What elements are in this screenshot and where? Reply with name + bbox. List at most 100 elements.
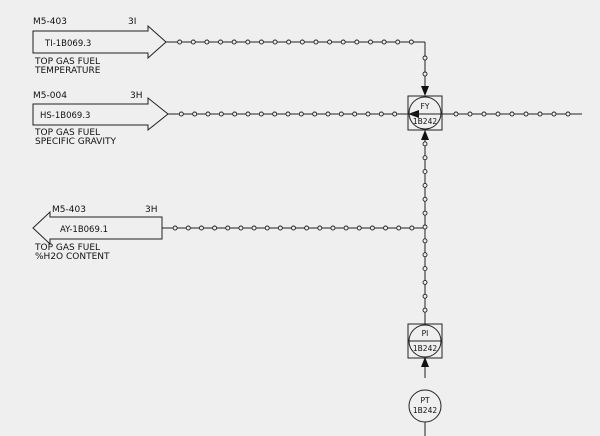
- arrow-up-icon: [421, 357, 429, 367]
- signal-link-dot: [251, 225, 257, 231]
- zone-ref: 3H: [145, 205, 158, 215]
- signal-desc: TOP GAS FUEL: [34, 57, 100, 67]
- signal-link-dot: [551, 111, 557, 117]
- signal-link-dot: [192, 111, 198, 117]
- arrow-up-icon: [421, 130, 429, 140]
- signal-link-dot: [198, 225, 204, 231]
- signal-desc: TOP GAS FUEL: [34, 128, 100, 138]
- instrument-function: PT: [420, 396, 430, 405]
- signal-link-dot: [338, 111, 344, 117]
- signal-link-dot: [422, 293, 428, 299]
- connector-arrow-shape: [32, 24, 167, 60]
- signal-link-dot: [481, 111, 487, 117]
- signal-tag: HS-1B069.3: [40, 111, 90, 121]
- connector-arrow-shape: [32, 210, 163, 246]
- signal-link-dot: [317, 225, 323, 231]
- signal-link-dot: [422, 252, 428, 258]
- offpage-connector-h2o-content[interactable]: M5-403 3H AY-1B069.1 TOP GAS FUEL %H2O C…: [32, 205, 163, 262]
- signal-link-dot: [238, 225, 244, 231]
- signal-link-dot: [565, 111, 571, 117]
- signal-link-dot: [190, 39, 196, 45]
- instrument-number: 1B242: [413, 344, 437, 353]
- signal-desc: TOP GAS FUEL: [34, 243, 100, 253]
- signal-link-dot: [509, 111, 515, 117]
- instrument-pi[interactable]: PI 1B242: [407, 323, 443, 359]
- signal-link-dot: [453, 111, 459, 117]
- signal-link-dot: [422, 55, 428, 61]
- signal-link-dot: [327, 39, 333, 45]
- signal-link-dot: [218, 39, 223, 45]
- signal-link-dot: [225, 225, 231, 231]
- signal-link-dot: [422, 224, 428, 230]
- signal-link-dot: [422, 182, 428, 188]
- offpage-connector-temperature[interactable]: M5-403 3I TI-1B069.3 TOP GAS FUEL TEMPER…: [32, 17, 167, 76]
- signal-link-dot: [352, 111, 358, 117]
- signal-link-dot: [299, 39, 305, 45]
- signal-link-dot: [218, 111, 224, 117]
- signal-link-dot: [467, 111, 473, 117]
- signal-link-dot: [409, 225, 415, 231]
- signal-link-dot: [291, 225, 296, 231]
- signal-link-dot: [356, 225, 362, 231]
- signal-line-fy-output: [442, 111, 582, 117]
- signal-link-dot: [286, 39, 292, 45]
- signal-line-specific-gravity: [168, 111, 408, 117]
- signal-link-dot: [422, 155, 428, 161]
- signal-link-dot: [245, 111, 251, 117]
- signal-link-dot: [245, 39, 251, 45]
- signal-link-dot: [523, 111, 529, 117]
- signal-link-dot: [272, 39, 278, 45]
- signal-desc: %H2O CONTENT: [35, 252, 110, 262]
- signal-link-dot: [408, 39, 414, 45]
- signal-link-dot: [396, 225, 402, 231]
- signal-link-dot: [381, 39, 387, 45]
- signal-link-dot: [378, 111, 384, 117]
- signal-tag: TI-1B069.3: [44, 39, 91, 49]
- signal-link-dot: [258, 39, 264, 45]
- signal-link-dot: [304, 225, 310, 231]
- signal-desc: TEMPERATURE: [34, 66, 101, 76]
- signal-link-dot: [277, 225, 283, 231]
- signal-link-dot: [422, 196, 428, 202]
- signal-line-temperature-drop: [422, 42, 428, 90]
- signal-line-h2o-content: [162, 225, 425, 231]
- signal-link-dot: [422, 71, 428, 77]
- signal-link-dot: [325, 111, 331, 117]
- instrument-fy[interactable]: FY 1B242: [407, 95, 443, 131]
- signal-link-dot: [395, 39, 401, 45]
- arrow-down-icon: [421, 86, 429, 96]
- sheet-ref: M5-403: [33, 17, 67, 27]
- signal-link-dot: [368, 39, 373, 45]
- signal-link-dot: [369, 225, 375, 231]
- instrument-function: FY: [421, 102, 430, 111]
- signal-link-dot: [537, 111, 543, 117]
- signal-desc: SPECIFIC GRAVITY: [35, 137, 116, 147]
- signal-link-dot: [272, 111, 278, 117]
- signal-link-dot: [232, 111, 238, 117]
- signal-link-dot: [383, 225, 388, 231]
- signal-link-dot: [205, 111, 211, 117]
- instrument-function: PI: [422, 329, 429, 338]
- signal-link-dot: [495, 111, 501, 117]
- signal-link-dot: [422, 169, 428, 175]
- signal-link-dot: [422, 307, 428, 313]
- offpage-connector-specific-gravity[interactable]: M5-004 3H HS-1B069.3 TOP GAS FUEL SPECIF…: [32, 91, 169, 147]
- signal-link-dot: [365, 111, 371, 117]
- signal-link-dot: [354, 39, 360, 45]
- zone-ref: 3H: [130, 91, 143, 101]
- signal-link-dot: [258, 111, 264, 117]
- sheet-ref: M5-004: [33, 91, 67, 101]
- signal-lines: [162, 39, 582, 324]
- signal-link-dot: [231, 39, 237, 45]
- signal-link-dot: [178, 111, 184, 117]
- signal-link-dot: [312, 111, 318, 117]
- instrument-pt[interactable]: PT 1B242: [408, 367, 442, 436]
- signal-link-dot: [422, 141, 428, 147]
- signal-link-dot: [422, 210, 428, 216]
- signal-link-dot: [285, 111, 291, 117]
- signal-tag: AY-1B069.1: [60, 225, 108, 235]
- signal-link-dot: [422, 279, 428, 285]
- sheet-ref: M5-403: [52, 205, 86, 215]
- signal-link-dot: [212, 225, 218, 231]
